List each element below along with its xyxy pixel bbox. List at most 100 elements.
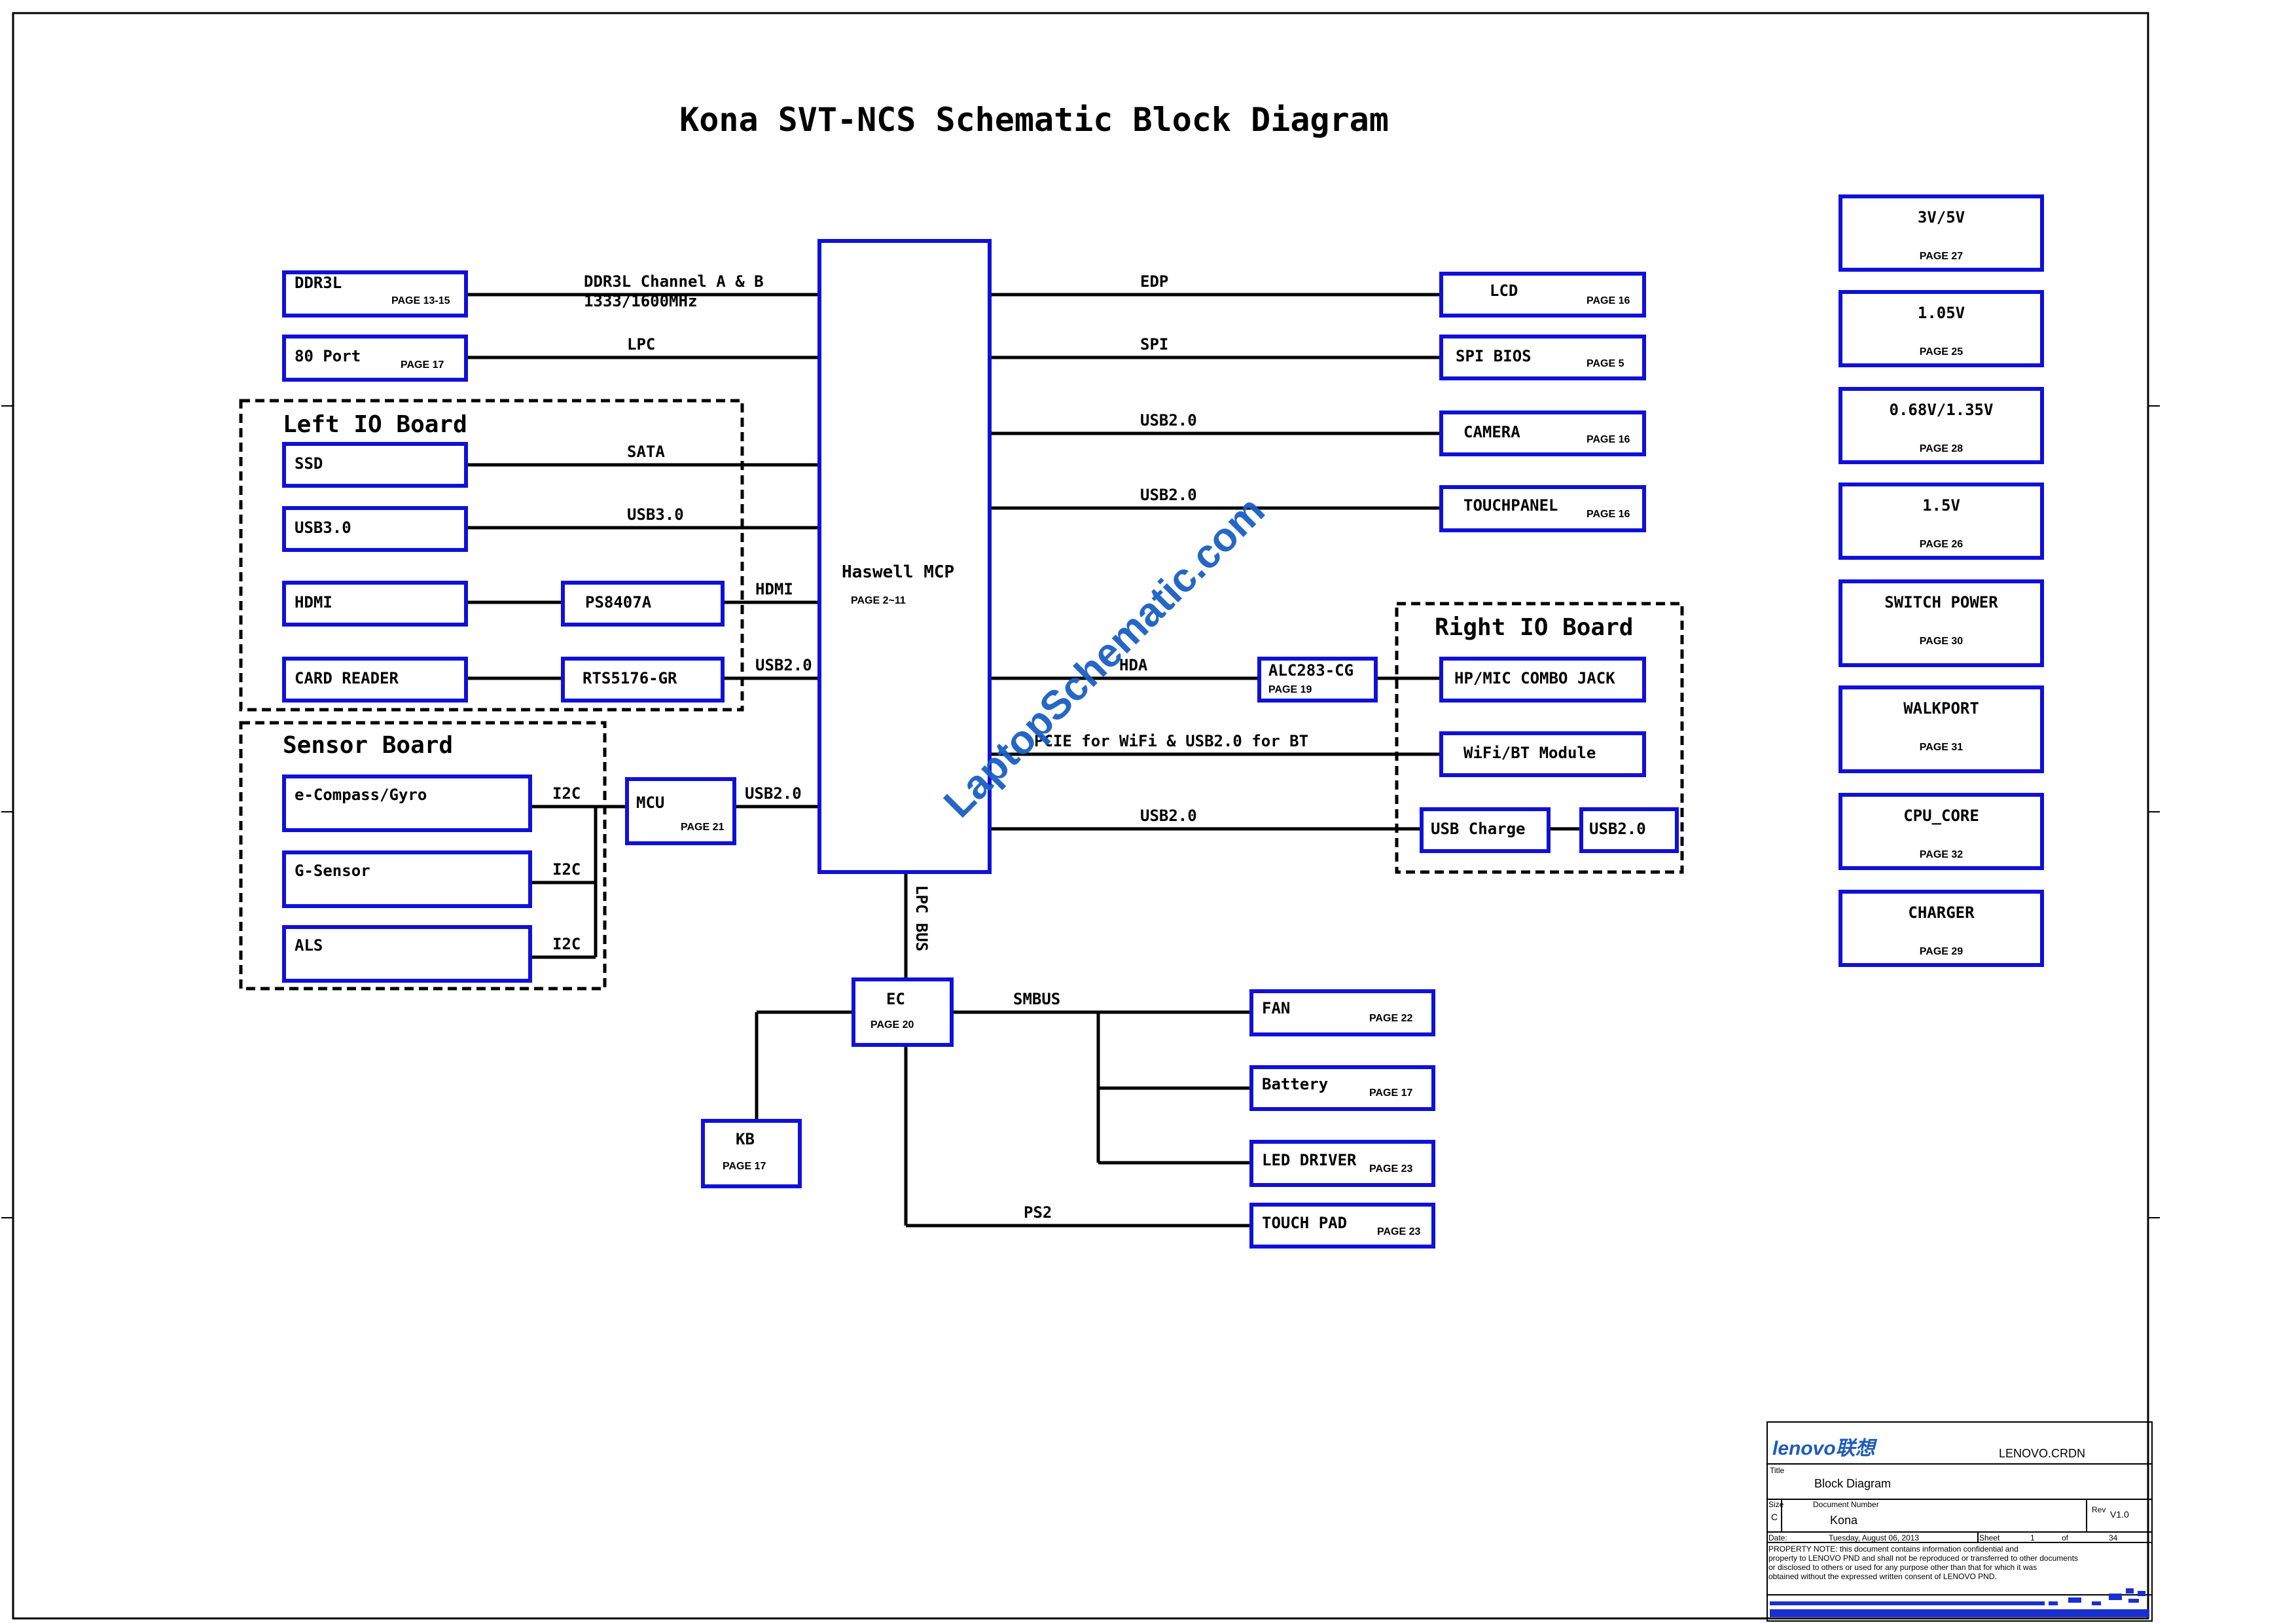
ddr3l-block	[282, 270, 468, 318]
power-rail-label: 1.5V	[1922, 496, 1960, 515]
ssd-label: SSD	[295, 454, 323, 473]
power-rail-page: PAGE 29	[1920, 946, 1964, 957]
rts5176-label: RTS5176-GR	[583, 669, 677, 687]
property-note-4: obtained without the expressed written c…	[1768, 1572, 1997, 1581]
bus-label-ddr3l-speed: 1333/1600MHz	[584, 292, 697, 310]
ddr3l-label: DDR3L	[295, 274, 342, 292]
bus-label-usb20-mcu: USB2.0	[745, 784, 802, 803]
bus-label-usb20-right: USB2.0	[1140, 807, 1197, 825]
cpu-page: PAGE 2~11	[851, 595, 906, 606]
power-rail-block	[1839, 387, 2044, 464]
battery-block	[1249, 1065, 1435, 1111]
camera-page: PAGE 16	[1587, 434, 1630, 445]
spi-bios-label: SPI BIOS	[1456, 347, 1532, 365]
ec-label: EC	[886, 990, 905, 1008]
usb-charge-label: USB Charge	[1431, 820, 1526, 838]
date-value: Tuesday, August 06, 2013	[1829, 1533, 1919, 1542]
battery-page: PAGE 17	[1369, 1087, 1413, 1099]
power-rail-block	[1839, 483, 2044, 560]
power-rail-block	[1839, 579, 2044, 667]
ps8407a-block	[561, 581, 725, 627]
spi-bios-block	[1439, 335, 1646, 380]
usb20-port-block	[1579, 807, 1679, 853]
power-rail-block	[1839, 194, 2044, 272]
alc283-block	[1257, 657, 1378, 702]
spi-bios-page: PAGE 5	[1587, 358, 1624, 369]
title-block-text: lenovo联想 LENOVO.CRDN Title Block Diagram…	[1768, 1438, 2129, 1581]
touch-pad-page: PAGE 23	[1377, 1226, 1421, 1237]
bus-label-ps2: PS2	[1024, 1203, 1052, 1222]
fan-block	[1249, 989, 1435, 1036]
power-rail-label: WALKPORT	[1903, 699, 1979, 718]
fan-label: FAN	[1262, 999, 1290, 1017]
component-blocks	[282, 239, 1679, 1249]
usb30-label: USB3.0	[295, 519, 351, 537]
kb-page: PAGE 17	[723, 1161, 766, 1172]
als-block	[282, 925, 532, 983]
connection-lines	[466, 293, 1581, 1228]
port80-label: 80 Port	[295, 347, 361, 365]
bus-label-usb30: USB3.0	[627, 505, 684, 524]
touch-pad-label: TOUCH PAD	[1262, 1214, 1347, 1232]
gsensor-block	[282, 850, 532, 908]
power-rail-page: PAGE 26	[1920, 539, 1964, 550]
left-io-board-frame	[239, 399, 744, 712]
lcd-page: PAGE 16	[1587, 295, 1630, 306]
bus-label-hda: HDA	[1119, 656, 1148, 674]
ecompass-label: e-Compass/Gyro	[295, 786, 427, 804]
card-reader-block	[282, 657, 468, 702]
property-note-2: property to LENOVO PND and shall not be …	[1768, 1554, 2078, 1563]
wifi-bt-block	[1439, 731, 1646, 777]
bus-label-sata: SATA	[627, 443, 665, 461]
hdmi-block	[282, 581, 468, 627]
power-rail-block	[1839, 890, 2044, 967]
alc283-label: ALC283-CG	[1268, 661, 1354, 680]
lenovo-logo: lenovo联想	[1772, 1438, 1878, 1459]
led-driver-block	[1249, 1140, 1435, 1187]
rev-value: V1.0	[2110, 1509, 2129, 1520]
of-value: 34	[2109, 1533, 2118, 1542]
power-rail-label: 0.68V/1.35V	[1890, 401, 1994, 419]
power-rail-label: 3V/5V	[1918, 208, 1965, 227]
ec-block	[852, 977, 954, 1047]
ecompass-block	[282, 775, 532, 832]
group-frames	[239, 399, 1684, 991]
als-label: ALS	[295, 936, 323, 955]
usb-charge-block	[1420, 807, 1551, 853]
led-driver-page: PAGE 23	[1369, 1163, 1413, 1175]
right-io-board-label: Right IO Board	[1435, 614, 1633, 641]
touch-pad-block	[1249, 1203, 1435, 1249]
sensor-board-label: Sensor Board	[283, 732, 453, 759]
bus-label-hdmi: HDMI	[755, 580, 793, 598]
power-rail-page: PAGE 27	[1920, 251, 1964, 262]
power-rail-page: PAGE 31	[1920, 742, 1964, 753]
battery-label: Battery	[1262, 1075, 1328, 1093]
page-references: PAGE 13-15 PAGE 17 PAGE 21 PAGE 2~11 PAG…	[391, 295, 1630, 1237]
kb-block	[701, 1119, 802, 1188]
ps8407a-label: PS8407A	[585, 593, 652, 611]
mcu-label: MCU	[636, 793, 664, 812]
power-rail-label: 1.05V	[1918, 304, 1965, 322]
bus-label-i2c-2: I2C	[552, 860, 581, 879]
kb-label: KB	[736, 1130, 755, 1148]
usb30-block	[282, 506, 468, 552]
title-value: Block Diagram	[1814, 1477, 1891, 1490]
power-rail-block	[1839, 290, 2044, 367]
power-rail-label: CPU_CORE	[1903, 807, 1979, 825]
ssd-block	[282, 442, 468, 488]
title-block	[1767, 1421, 2153, 1622]
touchpanel-page: PAGE 16	[1587, 509, 1630, 520]
title-block-pattern	[1770, 1588, 2149, 1617]
card-reader-label: CARD READER	[295, 669, 399, 687]
gsensor-label: G-Sensor	[295, 862, 370, 880]
ddr3l-page: PAGE 13-15	[391, 295, 450, 306]
hp-mic-block	[1439, 657, 1646, 702]
block-labels: DDR3L 80 Port SSD USB3.0 HDMI PS8407A CA…	[295, 274, 1646, 1232]
docnum-value: Kona	[1830, 1514, 1858, 1527]
port80-page: PAGE 17	[401, 359, 444, 371]
power-rail-label: SWITCH POWER	[1884, 593, 1998, 611]
bus-label-usb20-card: USB2.0	[755, 656, 812, 674]
touchpanel-label: TOUCHPANEL	[1463, 496, 1558, 515]
